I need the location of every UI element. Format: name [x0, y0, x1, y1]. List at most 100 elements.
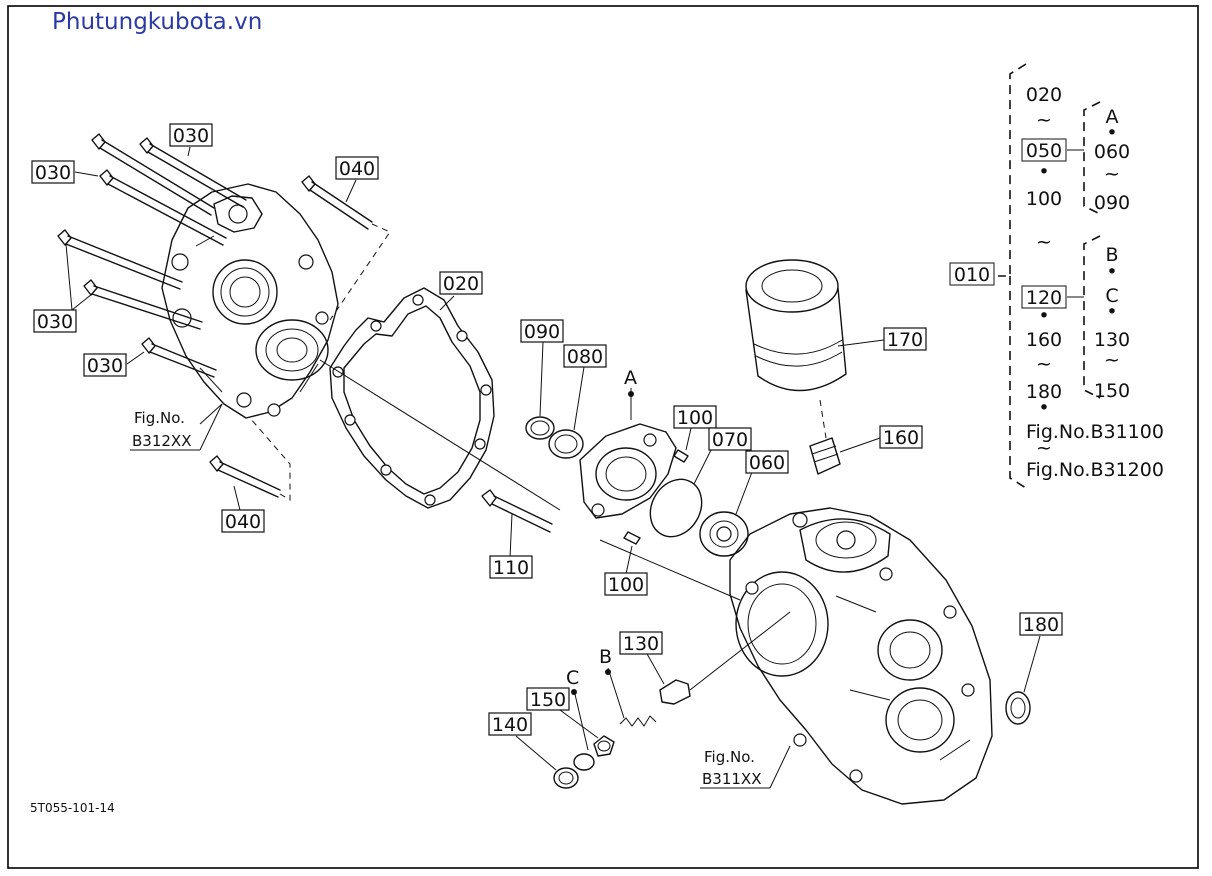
fig-ref-right-line2: B311XX [702, 770, 761, 788]
part-label-text: 150 [530, 689, 566, 711]
legend-col1-item: 050 [1026, 140, 1062, 162]
legend-group-bc-item: ~ [1104, 349, 1120, 371]
part-label-box [520, 319, 564, 343]
part-label-box [604, 572, 648, 596]
transmission-case-housing [729, 507, 993, 805]
gasket-020 [329, 287, 495, 509]
legend-group-bc-item: • [1106, 261, 1117, 283]
center-axis-lines [319, 359, 791, 691]
part-label-text: 020 [443, 273, 479, 295]
legend-group-bc-item: 130 [1094, 329, 1130, 351]
part-label-box [526, 687, 570, 711]
part-label-text: 110 [493, 557, 529, 579]
legend-root: 010 [954, 264, 990, 286]
part-label-040: 040 [335, 156, 379, 180]
part-label-box [33, 309, 77, 333]
part-label-box [745, 450, 789, 474]
part-label-box [563, 344, 607, 368]
part-label-text: 040 [339, 158, 375, 180]
circlip-180 [1005, 635, 1041, 725]
o-ring-070 [649, 447, 713, 538]
legend-col1-item: 160 [1026, 329, 1062, 351]
part-label-140: 140 [488, 712, 532, 736]
part-label-box [1019, 612, 1063, 636]
legend-col1-item: 020 [1026, 84, 1062, 106]
legend-group-bc-item: 150 [1094, 380, 1130, 402]
drawing-code: 5T055-101-14 [30, 801, 115, 815]
site-watermark: Phutungkubota.vn [52, 9, 262, 35]
fig-ref-right: Fig.No. B311XX [700, 745, 791, 789]
legend-col1-item: 120 [1026, 287, 1062, 309]
point-markers [571, 391, 634, 695]
fig-ref-left-line2: B312XX [132, 432, 191, 450]
bolt-110 [481, 489, 553, 559]
legend-col1-item: Fig.No.B31100 [1026, 421, 1164, 443]
part-label-090: 090 [520, 319, 564, 343]
part-label-box [335, 156, 379, 180]
cover-leaders [65, 146, 391, 511]
part-label-text: 130 [623, 633, 659, 655]
part-label-text: 040 [225, 511, 261, 533]
part-label-box [221, 509, 265, 533]
cover-bolts-030 [57, 133, 247, 378]
part-label-170: 170 [883, 327, 927, 351]
pins-100 [623, 423, 693, 575]
part-label-100: 100 [604, 572, 648, 596]
part-label-040: 040 [221, 509, 265, 533]
part-label-box [879, 425, 923, 449]
part-label-080: 080 [563, 344, 607, 368]
snap-ring-090 [525, 341, 555, 440]
part-label-box [439, 271, 483, 295]
legend-group-bc-item: B [1105, 244, 1118, 266]
legend-group-a-item: 060 [1094, 141, 1130, 163]
relief-valve-parts [515, 651, 691, 789]
part-label-text: 030 [35, 162, 71, 184]
point-letter-b: B [599, 646, 612, 668]
legend-brackets [998, 63, 1101, 489]
drawing-frame [7, 5, 1199, 869]
part-label-text: 140 [492, 714, 528, 736]
part-label-text: 070 [712, 429, 748, 451]
part-label-text: 170 [887, 329, 923, 351]
legend-col1-item: • [1038, 305, 1049, 327]
legend-col1-item: ~ [1036, 231, 1052, 253]
oil-filter-170 [745, 259, 885, 392]
part-label-box [169, 123, 213, 147]
part-label-060: 060 [745, 450, 789, 474]
part-label-030: 030 [169, 123, 213, 147]
legend-col1-item: ~ [1036, 109, 1052, 131]
part-label-text: 030 [173, 125, 209, 147]
legend-box [949, 262, 995, 286]
legend-group-bc-item: • [1106, 301, 1117, 323]
part-label-text: 080 [567, 346, 603, 368]
part-label-030: 030 [33, 309, 77, 333]
bearing-holder [579, 388, 677, 519]
part-label-box [883, 327, 927, 351]
legend-col1-item: • [1038, 397, 1049, 419]
front-cover-housing [161, 183, 339, 419]
part-label-180: 180 [1019, 612, 1063, 636]
part-label-110: 110 [489, 555, 533, 579]
part-label-box [83, 353, 127, 377]
part-label-text: 090 [524, 321, 560, 343]
part-label-150: 150 [526, 687, 570, 711]
part-label-box [31, 160, 75, 184]
legend-col1-item: • [1038, 161, 1049, 183]
legend-col1-item: 100 [1026, 188, 1062, 210]
legend-group-a-item: • [1106, 122, 1117, 144]
part-label-030: 030 [83, 353, 127, 377]
part-label-text: 030 [87, 355, 123, 377]
part-label-text: 160 [883, 427, 919, 449]
part-label-100: 100 [673, 405, 717, 429]
legend-col1-item: 180 [1026, 381, 1062, 403]
bearing-060 [699, 471, 753, 557]
legend-group-bc-item: C [1105, 285, 1118, 307]
part-label-text: 060 [749, 452, 785, 474]
part-label-box [619, 631, 663, 655]
legend-col1-item: Fig.No.B31200 [1026, 459, 1164, 481]
fig-ref-left: Fig.No. B312XX [130, 403, 223, 451]
fig-ref-left-line1: Fig.No. [134, 409, 185, 427]
legend-group-a-item: A [1106, 106, 1119, 128]
cover-bolts-040 [209, 175, 373, 498]
